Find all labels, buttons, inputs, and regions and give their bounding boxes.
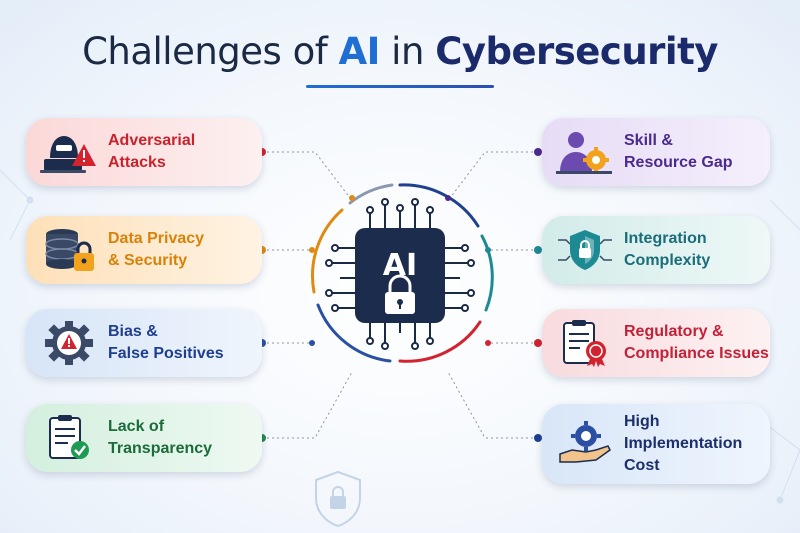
dot-purple [534,148,542,156]
card-label: Adversarial Attacks [108,130,195,174]
card-label: High Implementation Cost [624,411,742,477]
title-prefix: Challenges of [82,30,339,73]
card-line1: Bias & [108,323,158,340]
card-line2: Attacks [108,154,166,171]
card-line3: Cost [624,457,660,474]
card-line2: Compliance Issues [624,345,769,362]
card-skill-resource-gap: Skill & Resource Gap [542,118,770,186]
card-label: Bias & False Positives [108,321,224,365]
shield-network-icon [558,230,612,270]
card-line1: High [624,413,660,430]
card-line1: Integration [624,230,707,247]
card-label: Regulatory & Compliance Issues [624,321,769,365]
ai-chip-lock-icon: AI [310,183,490,363]
person-gear-icon [556,132,612,174]
gear-warning-icon [45,321,93,365]
dot-pink [534,339,542,347]
card-line2: Resource Gap [624,154,733,171]
chip-label: AI [383,248,417,283]
card-line2: & Security [108,252,188,269]
background-network [0,169,800,504]
card-bias-false-positives: Bias & False Positives [26,309,262,377]
card-line1: Adversarial [108,132,196,149]
dot-sky [534,434,542,442]
title-connector: in [379,30,436,73]
card-label: Data Privacy & Security [108,228,204,272]
card-lack-of-transparency: Lack of Transparency [26,404,262,472]
card-line2: Complexity [624,252,711,269]
card-high-implementation-cost: High Implementation Cost [542,404,770,484]
card-line1: Lack of [108,418,165,435]
title-suffix: Cybersecurity [435,30,718,73]
card-regulatory-compliance: Regulatory & Compliance Issues [542,309,770,377]
card-line1: Data Privacy [108,230,205,247]
connector-adversarial [262,151,351,199]
card-integration-complexity: Integration Complexity [542,216,770,284]
dot-teal [534,246,542,254]
hacker-alert-icon [40,136,96,173]
title-highlight: AI [338,30,381,73]
database-lock-icon [45,229,94,271]
title-underline [306,85,494,88]
background-shield-icon [315,470,361,528]
connector-transparency [262,371,353,439]
connector-cost [447,371,538,439]
clipboard-check-icon [49,415,89,459]
card-label: Lack of Transparency [108,416,212,460]
hand-coin-gear-icon [559,421,611,463]
card-line1: Skill & [624,132,673,149]
card-data-privacy: Data Privacy & Security [26,216,262,284]
page-title: Challenges of AI in Cybersecurity [0,30,800,73]
card-line2: Implementation [624,435,743,452]
card-line2: Transparency [108,440,213,457]
card-line1: Regulatory & [624,323,724,340]
card-adversarial-attacks: Adversarial Attacks [26,118,262,186]
card-label: Skill & Resource Gap [624,130,732,174]
connector-skill [449,151,538,199]
document-seal-icon [563,320,606,367]
center-ring [310,183,494,363]
card-label: Integration Complexity [624,228,710,272]
card-line2: False Positives [108,345,224,362]
